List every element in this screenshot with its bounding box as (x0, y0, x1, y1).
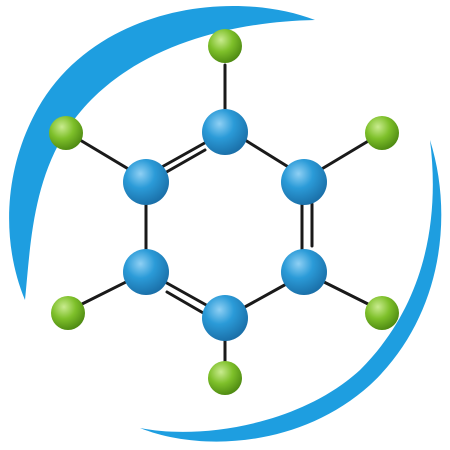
blue-atom-upper-left (123, 159, 169, 205)
green-atom-bottom (208, 361, 242, 395)
green-atom-lower-right (365, 296, 399, 330)
green-atom-lower-left (51, 296, 85, 330)
bond-lower-left-substituent (78, 278, 132, 307)
bonds (78, 63, 372, 377)
substituent-atoms (49, 29, 399, 395)
blue-atom-upper-right (281, 159, 327, 205)
green-atom-upper-left (49, 116, 83, 150)
ring-bond-top-upper-left-a (158, 138, 212, 170)
green-atom-upper-right (365, 116, 399, 150)
blue-atom-lower-right (281, 249, 327, 295)
lower-right-swoosh (140, 140, 442, 442)
blue-atom-lower-left (123, 249, 169, 295)
bond-lower-right-substituent (318, 278, 372, 307)
ring-bond-bottom-left-b (165, 290, 207, 316)
blue-atom-bottom (202, 295, 248, 341)
bond-upper-left-substituent (78, 138, 132, 172)
upper-left-swoosh (9, 5, 315, 301)
blue-atom-top (202, 109, 248, 155)
ring-bond-top-upper-right (243, 138, 292, 170)
ring-atoms (123, 109, 327, 341)
green-atom-top (208, 29, 242, 63)
ring-bond-top-upper-left-b (161, 148, 207, 176)
ring-bond-bottom-left-a (163, 280, 210, 308)
bond-upper-right-substituent (318, 138, 372, 172)
ring-bond-bottom-right (241, 280, 292, 310)
